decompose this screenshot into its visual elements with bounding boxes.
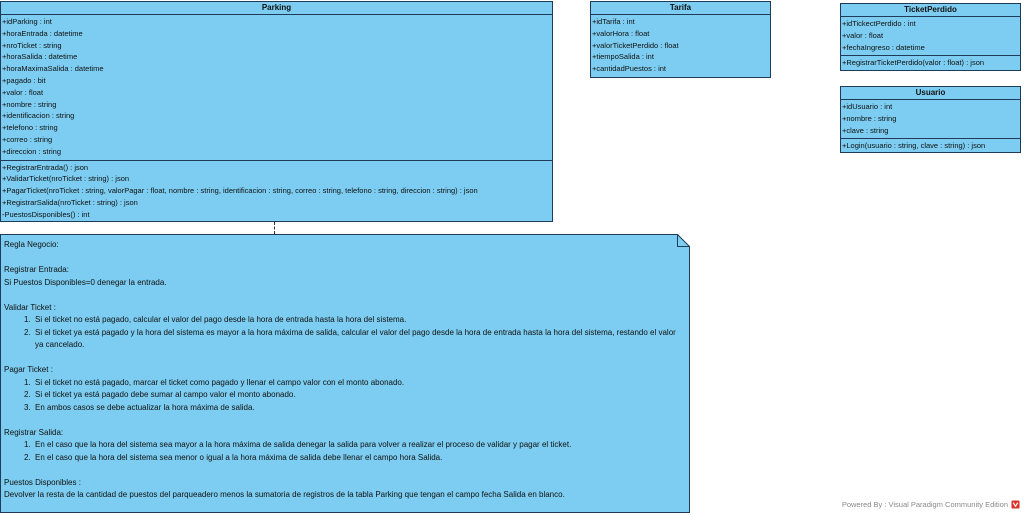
attribute: +idUsuario : int: [842, 102, 893, 111]
note-content: Regla Negocio: Registrar Entrada: Si Pue…: [4, 239, 684, 502]
rule-list: 1.En el caso que la hora del sistema sea…: [4, 439, 684, 464]
attribute: +valor : float: [842, 30, 884, 40]
attribute: +valorHora : float: [592, 28, 650, 38]
rule-heading: Puestos Disponibles :: [4, 477, 81, 487]
rule-heading: Pagar Ticket :: [4, 365, 53, 374]
attribute-compartment: +idUsuario : int +nombre : string +clave…: [841, 100, 1020, 138]
class-title: Usuario: [841, 87, 1020, 100]
rule-registrar-entrada: Registrar Entrada: Si Puestos Disponible…: [4, 264, 684, 289]
operation-compartment: +Login(usuario : string, clave : string)…: [841, 138, 1020, 154]
rule-text: Si Puestos Disponibles=0 denegar la entr…: [4, 277, 167, 287]
class-ticket-perdido[interactable]: TicketPerdido +idTickectPerdido : int +v…: [840, 3, 1021, 71]
attribute: +pagado : bit: [2, 75, 46, 85]
rule-heading: Validar Ticket :: [4, 302, 56, 312]
attribute: +horaEntrada : datetime: [2, 28, 83, 38]
rule-list: 1.Si el ticket no está pagado, marcar el…: [4, 377, 684, 415]
attribute-compartment: +idTickectPerdido : int +valor : float +…: [841, 17, 1020, 55]
attribute: +cantidadPuestos : int: [592, 64, 667, 74]
attribute: +horaSalida : datetime: [2, 52, 78, 62]
visual-paradigm-logo-icon: [1011, 500, 1020, 509]
attribute: +valor : float: [2, 87, 44, 97]
rule-pagar-ticket: Pagar Ticket : 1.Si el ticket no está pa…: [4, 364, 684, 414]
attribute: +idTickectPerdido : int: [842, 19, 916, 28]
operation: +PagarTicket(nroTicket : string, valorPa…: [2, 186, 478, 196]
attribute: +valorTicketPerdido : float: [592, 40, 679, 50]
attribute: +idParking : int: [2, 17, 52, 26]
attribute: +nroTicket : string: [2, 40, 62, 50]
attribute: +clave : string: [842, 125, 889, 135]
operation: -PuestosDisponibles() : int: [2, 209, 90, 219]
rule-heading: Registrar Salida:: [4, 427, 64, 437]
attribute: +tiempoSalida : int: [592, 52, 654, 62]
operation: +Login(usuario : string, clave : string)…: [842, 141, 986, 151]
class-parking[interactable]: Parking +idParking : int +horaEntrada : …: [0, 1, 553, 222]
operation: +ValidarTicket(nroTicket : string) : jso…: [2, 174, 130, 184]
attribute: +nombre : string: [2, 99, 57, 109]
attribute: +fechaIngreso : datetime: [842, 42, 925, 52]
operation-compartment: +RegistrarEntrada() : json +ValidarTicke…: [1, 159, 552, 223]
attribute: +horaMaximaSalida : datetime: [2, 64, 104, 74]
rule-validar-ticket: Validar Ticket : 1.Si el ticket no está …: [4, 302, 684, 352]
note-title: Regla Negocio:: [4, 240, 59, 249]
attribute: +identificacion : string: [2, 111, 75, 121]
attribute-compartment: +idTarifa : int +valorHora : float +valo…: [591, 15, 770, 77]
rule-list-item: 2.Si el ticket ya está pagado y la hora …: [24, 327, 676, 350]
operation: +RegistrarSalida(nroTicket : string) : j…: [2, 197, 138, 207]
rule-heading: Registrar Entrada:: [4, 265, 69, 274]
rule-list-item: 2.Si el ticket ya está pagado debe sumar…: [24, 390, 296, 399]
rule-list-item: 1.Si el ticket no está pagado, calcular …: [24, 315, 407, 324]
class-title: TicketPerdido: [841, 4, 1020, 17]
note-shape: [0, 234, 690, 513]
class-title: Tarifa: [591, 2, 770, 15]
attribute-compartment: +idParking : int +horaEntrada : datetime…: [1, 15, 552, 160]
rule-registrar-salida: Registrar Salida: 1.En el caso que la ho…: [4, 427, 684, 465]
operation: +RegistrarEntrada() : json: [2, 162, 89, 172]
rule-puestos-disponibles: Puestos Disponibles : Devolver la resta …: [4, 477, 684, 502]
rule-list-item: 1.Si el ticket no está pagado, marcar el…: [24, 377, 405, 387]
powered-by-footer: Powered By : Visual Paradigm Community E…: [842, 500, 1020, 509]
class-tarifa[interactable]: Tarifa +idTarifa : int +valorHora : floa…: [590, 1, 771, 78]
attribute: +correo : string: [2, 134, 53, 144]
rule-list-item: 3.En ambos casos se debe actualizar la h…: [24, 402, 255, 412]
class-title: Parking: [1, 2, 552, 15]
rule-text: Devolver la resta de la cantidad de pues…: [4, 490, 565, 499]
rule-list: 1.Si el ticket no está pagado, calcular …: [4, 314, 684, 352]
class-usuario[interactable]: Usuario +idUsuario : int +nombre : strin…: [840, 86, 1021, 153]
attribute: +direccion : string: [2, 146, 61, 156]
powered-by-text: Powered By : Visual Paradigm Community E…: [841, 500, 1008, 509]
attribute: +nombre : string: [842, 113, 897, 123]
note-anchor-line: [274, 222, 275, 234]
attribute: +telefono : string: [2, 123, 58, 133]
rule-list-item: 2.En el caso que la hora del sistema sea…: [24, 452, 443, 462]
attribute: +idTarifa : int: [592, 17, 635, 26]
operation: +RegistrarTicketPerdido(valor : float) :…: [842, 58, 985, 68]
rule-list-item: 1.En el caso que la hora del sistema sea…: [24, 440, 572, 449]
business-rules-note[interactable]: Regla Negocio: Registrar Entrada: Si Pue…: [0, 234, 690, 513]
operation-compartment: +RegistrarTicketPerdido(valor : float) :…: [841, 55, 1020, 71]
